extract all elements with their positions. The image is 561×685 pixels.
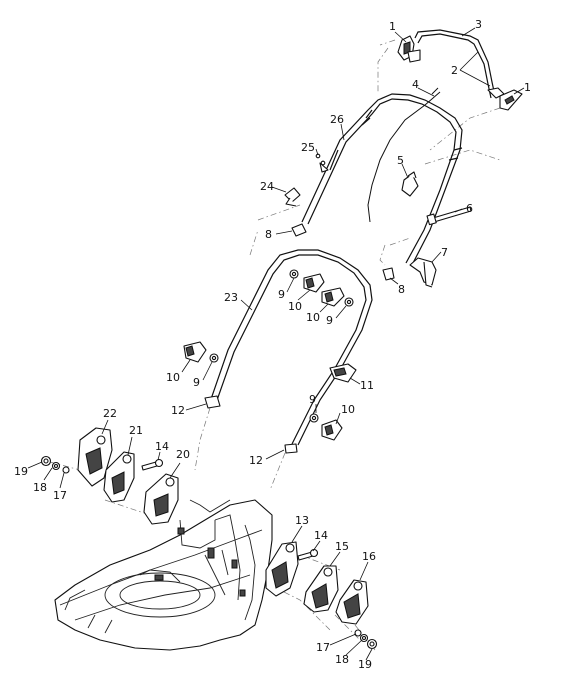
callout-25: 25 — [301, 141, 315, 154]
lower-handle-tube — [204, 249, 373, 454]
callout-15: 15 — [335, 540, 349, 553]
handle-knob-upper-left — [303, 273, 325, 293]
quick-release-clamp-lower — [329, 363, 357, 383]
callout-7: 7 — [441, 246, 448, 259]
callout-10-upper-left: 10 — [288, 300, 302, 313]
callout-21: 21 — [129, 424, 143, 437]
callout-13: 13 — [295, 514, 309, 527]
leader-lines — [27, 27, 525, 661]
handle-knob-lower-right — [321, 419, 343, 441]
callout-14-right: 14 — [314, 529, 328, 542]
fasteners-left — [40, 455, 70, 474]
callout-3: 3 — [475, 18, 482, 31]
callout-5: 5 — [397, 154, 404, 167]
callout-10-middle: 10 — [166, 371, 180, 384]
callout-10-lower: 10 — [341, 403, 355, 416]
callout-6: 6 — [466, 202, 473, 215]
mower-deck — [54, 499, 273, 651]
bolt-left-14 — [141, 458, 164, 471]
callout-19-right: 19 — [358, 658, 372, 671]
callout-20: 20 — [176, 448, 190, 461]
callout-17-left: 17 — [53, 489, 67, 502]
callout-9-lower: 9 — [309, 393, 316, 406]
callout-9-upper-left: 9 — [278, 288, 285, 301]
callout-22: 22 — [103, 407, 117, 420]
middle-handle-tube — [301, 93, 463, 266]
side-bracket-left-21 — [103, 451, 135, 503]
control-cable — [367, 87, 441, 223]
handle-control-lever-right — [499, 89, 523, 111]
side-bracket-right-16 — [335, 579, 369, 625]
callout-4: 4 — [412, 78, 419, 91]
bolt-right-14 — [297, 548, 319, 561]
callout-18-right: 18 — [335, 653, 349, 666]
callout-17-right: 17 — [316, 641, 330, 654]
callout-24: 24 — [260, 180, 274, 193]
callout-26: 26 — [330, 113, 344, 126]
upper-handle-bar — [414, 29, 505, 99]
side-bracket-left-22 — [77, 427, 113, 487]
callout-12-lower: 12 — [249, 454, 263, 467]
handle-clip — [284, 187, 301, 207]
callout-2: 2 — [451, 64, 458, 77]
cable-clip — [401, 171, 419, 197]
bolt-long — [426, 206, 472, 226]
callout-8-right: 8 — [398, 283, 405, 296]
callout-18-left: 18 — [33, 481, 47, 494]
callout-11: 11 — [360, 379, 374, 392]
part-callouts: 1 1 2 3 4 5 6 7 8 8 9 9 9 9 10 10 10 10 … — [14, 18, 531, 671]
washers — [209, 269, 354, 423]
small-pins — [315, 153, 329, 173]
handle-knob-middle-left — [183, 341, 207, 363]
fasteners-right — [354, 629, 378, 650]
quick-release-clamp-right — [409, 257, 437, 288]
side-bracket-right-13 — [265, 541, 299, 597]
callout-12-upper: 12 — [171, 404, 185, 417]
handle-control-lever-left — [397, 35, 421, 63]
callout-8-left: 8 — [265, 228, 272, 241]
tube-end-cap-left — [291, 223, 307, 237]
callout-1-right: 1 — [524, 81, 531, 94]
callout-9-middle: 9 — [193, 376, 200, 389]
callout-19-left: 19 — [14, 465, 28, 478]
handle-knob-upper-right — [321, 287, 345, 307]
side-bracket-left-20 — [143, 473, 179, 525]
callout-14-left: 14 — [155, 440, 169, 453]
callout-9-upper-right: 9 — [326, 314, 333, 327]
tube-end-cap-right — [382, 267, 395, 281]
callout-23: 23 — [224, 291, 238, 304]
callout-1-left: 1 — [389, 20, 396, 33]
callout-10-upper-right: 10 — [306, 311, 320, 324]
side-bracket-right-15 — [303, 565, 339, 613]
callout-16: 16 — [362, 550, 376, 563]
